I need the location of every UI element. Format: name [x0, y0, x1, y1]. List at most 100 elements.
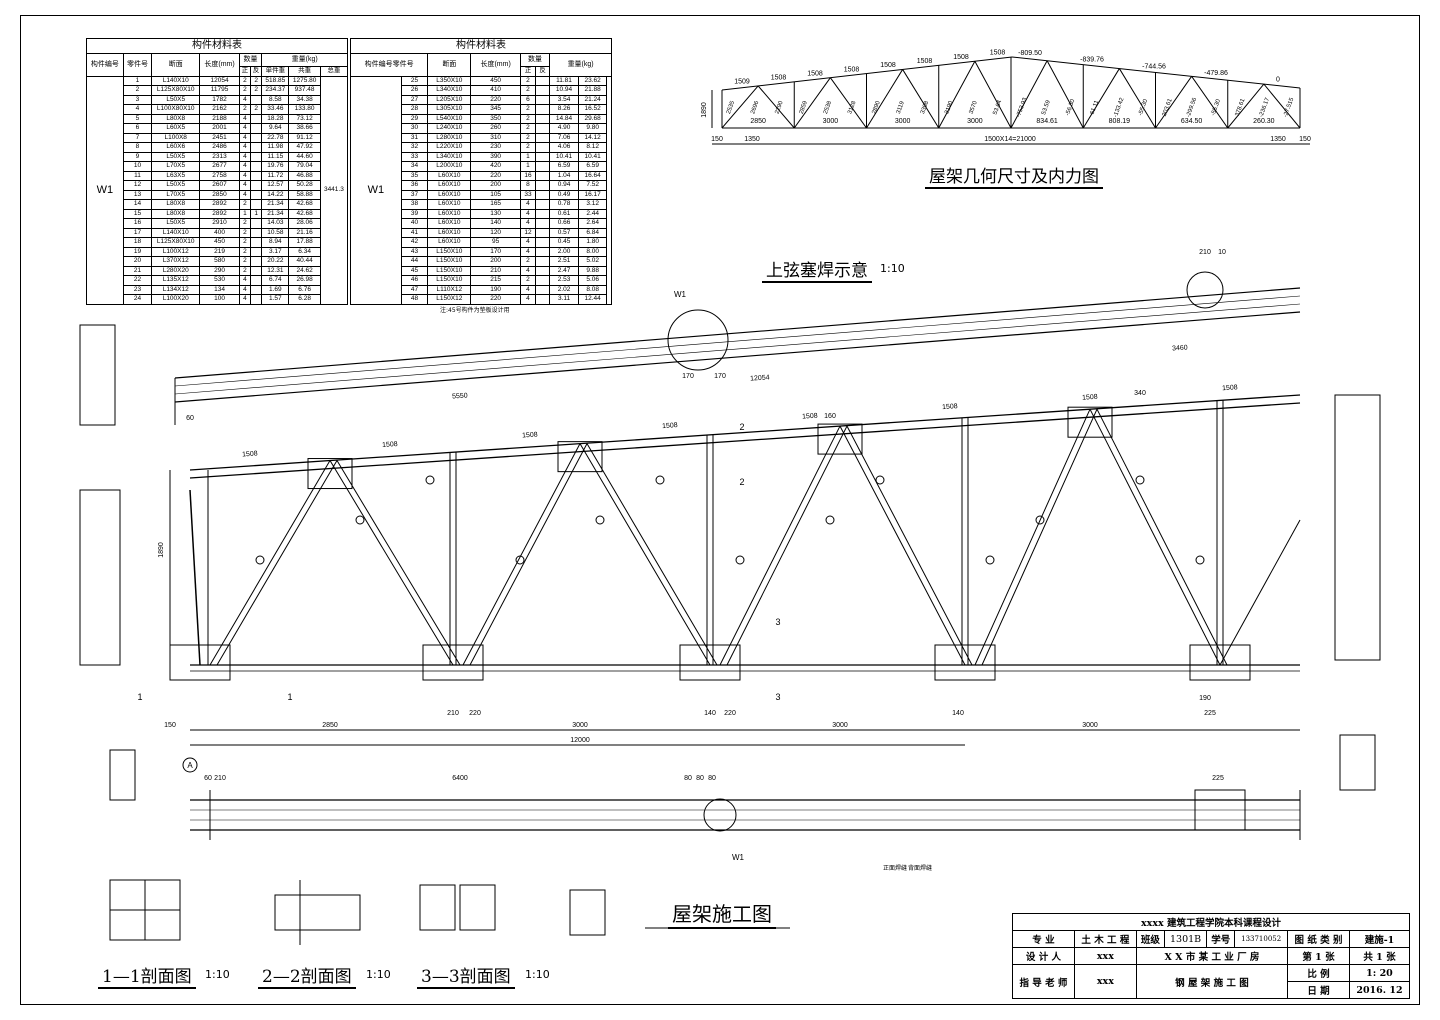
top-dim: 1508 [662, 422, 678, 430]
table-cell: 4 [519, 294, 537, 305]
header-weight: 重量(kg) [261, 53, 348, 67]
top-chord-length: 1508 [844, 66, 860, 73]
header-qty: 数量 [238, 53, 263, 67]
part-callout [595, 515, 605, 525]
weld-dim: 3460 [1172, 344, 1188, 352]
small-plate [109, 749, 136, 801]
section-plate [569, 889, 606, 936]
weld-chord-line [174, 303, 1301, 395]
diagonal-member [846, 425, 973, 666]
weld-chord-line [174, 295, 1301, 387]
part-callout [425, 475, 435, 485]
top-dim: 1508 [1222, 384, 1238, 392]
weld-legend: 正面焊缝 [883, 864, 907, 872]
table-cell [535, 294, 551, 305]
top-dim: 1508 [802, 413, 818, 421]
weld-callout-label: W1 [674, 290, 687, 299]
table-cell: 24 [122, 294, 153, 305]
header-weight: 重量(kg) [549, 53, 612, 77]
weld-legend: 背面焊缝 [908, 864, 932, 872]
diagonal-member [209, 460, 331, 666]
web-member-label: 53.59 [1041, 99, 1052, 116]
web-member-label: 2538 [823, 100, 833, 115]
weld-dim: 10 [1218, 249, 1226, 256]
diagonal-member [216, 460, 338, 666]
bottom-dim: 2850 [322, 722, 338, 729]
diagonal-member [329, 460, 454, 666]
designer-value: xxx [1073, 947, 1137, 965]
weld-dim: 170 [682, 373, 694, 380]
diagonal [1227, 83, 1265, 129]
part-callout [1195, 555, 1205, 565]
right-end-section [1334, 394, 1381, 661]
bottom-chord-label: 3000 [895, 118, 911, 125]
part-callout [655, 475, 665, 485]
overall-dim: 12000 [570, 737, 590, 744]
part-callout [1135, 475, 1145, 485]
weld-chord-line [174, 287, 1301, 379]
table-cell: L100X20 [151, 294, 201, 305]
diagonal-member [586, 443, 718, 666]
id-label: 学号 [1206, 930, 1236, 948]
top-chord [189, 394, 1301, 471]
id-value: 133710052 [1234, 930, 1289, 948]
span-dim: 150 [1299, 136, 1311, 143]
top-dim: 1508 [942, 403, 958, 411]
plan-dim: 210 [214, 775, 226, 782]
bottom-dim: 3000 [572, 722, 588, 729]
table-title: 构件材料表 [350, 38, 612, 54]
bottom-dim: 150 [164, 722, 176, 729]
web-member-label: -55.30 [1211, 98, 1223, 117]
section-2-2 [274, 894, 361, 931]
part-callout [515, 555, 525, 565]
end-plate-detail [79, 324, 116, 426]
table-cell: 12.44 [577, 294, 608, 305]
weld-dim: 210 [1199, 249, 1211, 256]
web-member-label: 3119 [896, 100, 906, 115]
advisor-value: xxx [1073, 964, 1137, 999]
class-value: 1301B [1163, 930, 1208, 948]
web-member-label: 3570 [969, 100, 979, 115]
section-mark: 2 [739, 477, 744, 487]
major-label: 专 业 [1012, 930, 1075, 948]
top-chord-force: -809.50 [1018, 50, 1042, 57]
web-member-label: -55.30 [1138, 98, 1150, 117]
section-1-title: 1—1剖面图 [98, 962, 196, 989]
plate-dim: 160 [824, 413, 836, 420]
section-3-title: 3—3剖面图 [417, 962, 515, 989]
project-name: X X 市 某 工 业 厂 房 [1135, 947, 1289, 965]
date-value: 2016. 12 [1348, 981, 1411, 999]
diagonal-member [839, 425, 966, 666]
diagonal [1263, 83, 1301, 129]
web-member-label: 2290 [774, 100, 784, 115]
gusset-plate [1067, 406, 1113, 438]
weld-dim: 12054 [750, 374, 770, 382]
section-mark: 3 [775, 617, 780, 627]
plan-dim: 80 [684, 775, 692, 782]
drawing-name: 钢 屋 架 施 工 图 [1135, 964, 1289, 999]
weld-dim: 340 [1134, 390, 1146, 397]
span-dim: 1350 [744, 136, 760, 143]
bottom-dim: 3000 [832, 722, 848, 729]
material-table-left: 构件材料表 构件编号 零件号 断面 长度(mm) 数量 重量(kg) 正 反 单… [86, 38, 349, 305]
span-dim: 1350 [1270, 136, 1286, 143]
gusset-plate [307, 458, 353, 490]
type-label: 图 纸 类 别 [1287, 930, 1350, 948]
weld-detail-title: 上弦塞焊示意 [762, 256, 872, 283]
top-dim: 1508 [522, 431, 538, 439]
